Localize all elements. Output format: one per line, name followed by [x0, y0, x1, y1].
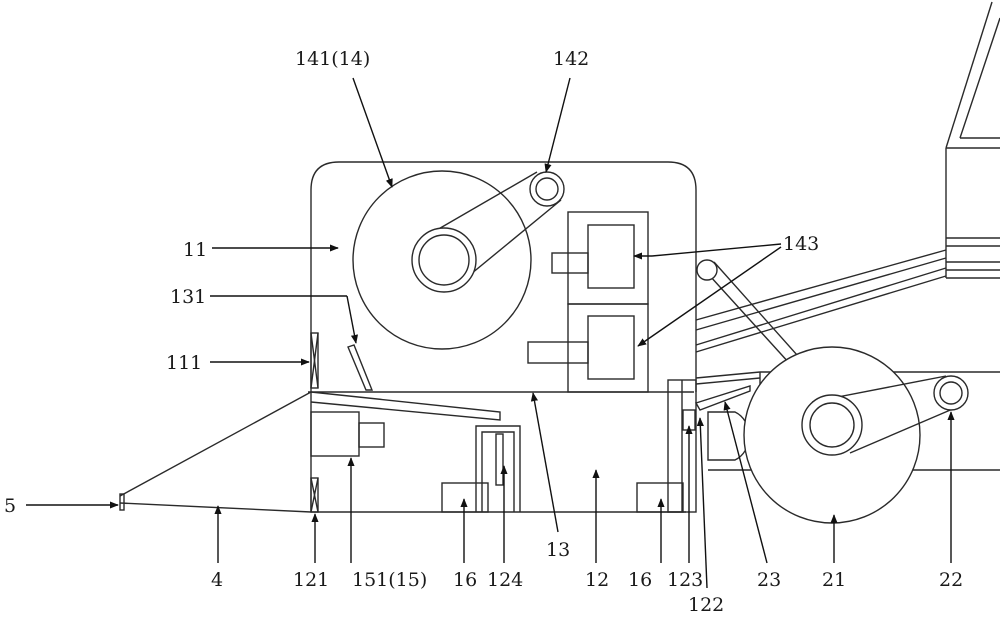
guide-plate	[347, 344, 374, 391]
funnel	[119, 391, 312, 513]
label-5: 5	[4, 495, 16, 517]
label-143: 143	[783, 233, 819, 255]
support-blocks	[441, 482, 684, 513]
holder	[475, 425, 521, 512]
label-23: 23	[757, 569, 781, 591]
label-122: 122	[688, 594, 724, 616]
label-121: 121	[293, 569, 329, 591]
inclined-plate	[310, 391, 501, 421]
drive-unit	[708, 346, 1000, 524]
leader-arrows	[26, 77, 955, 589]
label-123: 123	[667, 569, 703, 591]
motor-assembly	[527, 211, 649, 393]
label-16b: 16	[628, 569, 652, 591]
label-141: 141(14)	[295, 48, 370, 70]
label-reel	[352, 170, 565, 350]
side-sensor-upper	[310, 332, 319, 389]
label-21: 21	[822, 569, 846, 591]
label-11: 11	[183, 239, 207, 261]
reference-labels: 141(14) 142 11 143 131 111 5 4 121 151(1…	[4, 48, 963, 616]
label-142: 142	[553, 48, 589, 70]
label-12: 12	[585, 569, 609, 591]
lower-frame	[308, 379, 697, 513]
side-sensor-lower	[310, 477, 319, 513]
label-13: 13	[546, 539, 570, 561]
right-machine-frame	[945, 1, 1000, 279]
label-4: 4	[211, 569, 223, 591]
label-16a: 16	[453, 569, 477, 591]
upper-housing	[310, 161, 697, 392]
label-22: 22	[939, 569, 963, 591]
cylinder	[310, 411, 385, 457]
label-131: 131	[170, 286, 206, 308]
label-151: 151(15)	[352, 569, 427, 591]
label-111: 111	[166, 352, 202, 374]
label-124: 124	[487, 569, 523, 591]
